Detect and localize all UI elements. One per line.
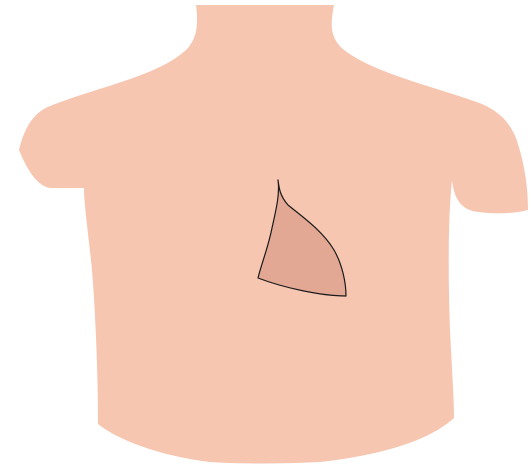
diagram-canvas: [0, 0, 532, 464]
torso-diagram: [0, 0, 532, 464]
